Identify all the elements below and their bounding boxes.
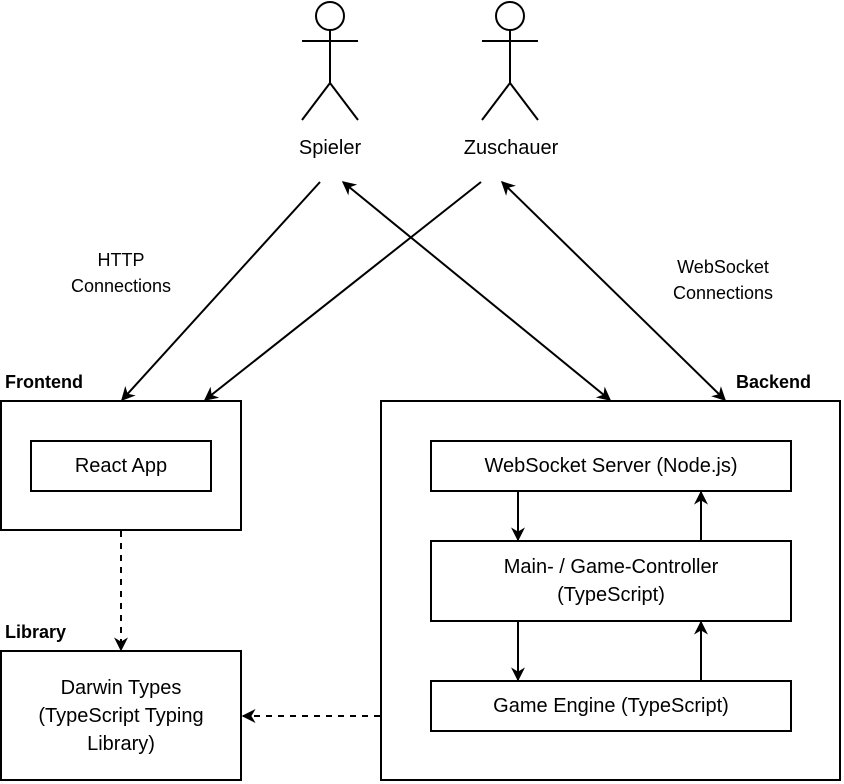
http-connections-label: HTTP Connections <box>70 250 172 296</box>
spieler-label: Spieler <box>298 137 362 159</box>
edge-zuschauer-to-frontend <box>203 181 482 401</box>
frontend-container <box>0 400 242 531</box>
edge-zuschauer-backend <box>500 181 727 401</box>
frontend-group-title: Frontend <box>5 372 83 392</box>
backend-container <box>380 400 841 781</box>
game-engine-node: Game Engine (TypeScript) <box>430 680 792 732</box>
edge-spieler-backend <box>341 181 612 401</box>
library-group-title: Library <box>5 622 67 642</box>
spieler-actor-icon <box>301 1 359 121</box>
backend-group-title: Backend <box>736 372 812 392</box>
zuschauer-actor-icon <box>481 1 539 121</box>
edge-spieler-to-frontend <box>121 181 321 402</box>
websocket-connections-label: WebSocket Connections <box>672 257 774 303</box>
react-app-node: React App <box>30 440 212 492</box>
zuschauer-label: Zuschauer <box>463 137 559 159</box>
websocket-server-node: WebSocket Server (Node.js) <box>430 440 792 492</box>
darwin-types-node: Darwin Types (TypeScript Typing Library) <box>0 650 242 781</box>
main-controller-node: Main- / Game-Controller (TypeScript) <box>430 540 792 622</box>
